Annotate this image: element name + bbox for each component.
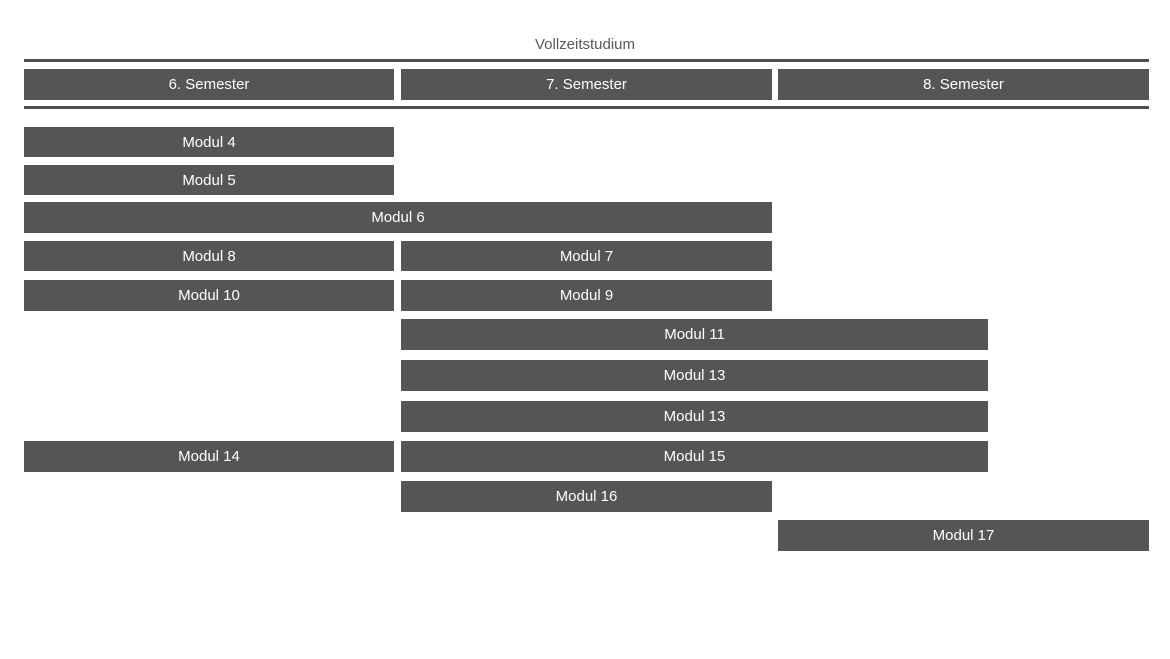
module-bar: Modul 4 <box>24 127 394 157</box>
module-bar: Modul 8 <box>24 241 394 271</box>
module-bar: Modul 11 <box>401 319 988 350</box>
module-bar: Modul 10 <box>24 280 394 311</box>
module-bar: Modul 13 <box>401 401 988 432</box>
semester-header-8: 8. Semester <box>778 69 1149 100</box>
module-bar: Modul 16 <box>401 481 772 512</box>
top-divider <box>24 59 1149 62</box>
semester-header-7: 7. Semester <box>401 69 772 100</box>
module-bar: Modul 5 <box>24 165 394 195</box>
module-bar: Modul 13 <box>401 360 988 391</box>
diagram-title: Vollzeitstudium <box>534 36 636 53</box>
module-bar: Modul 7 <box>401 241 772 271</box>
bottom-divider <box>24 106 1149 109</box>
module-bar: Modul 14 <box>24 441 394 472</box>
module-bar: Modul 6 <box>24 202 772 233</box>
module-bar: Modul 15 <box>401 441 988 472</box>
module-bar: Modul 9 <box>401 280 772 311</box>
semester-header-6: 6. Semester <box>24 69 394 100</box>
module-bar: Modul 17 <box>778 520 1149 551</box>
